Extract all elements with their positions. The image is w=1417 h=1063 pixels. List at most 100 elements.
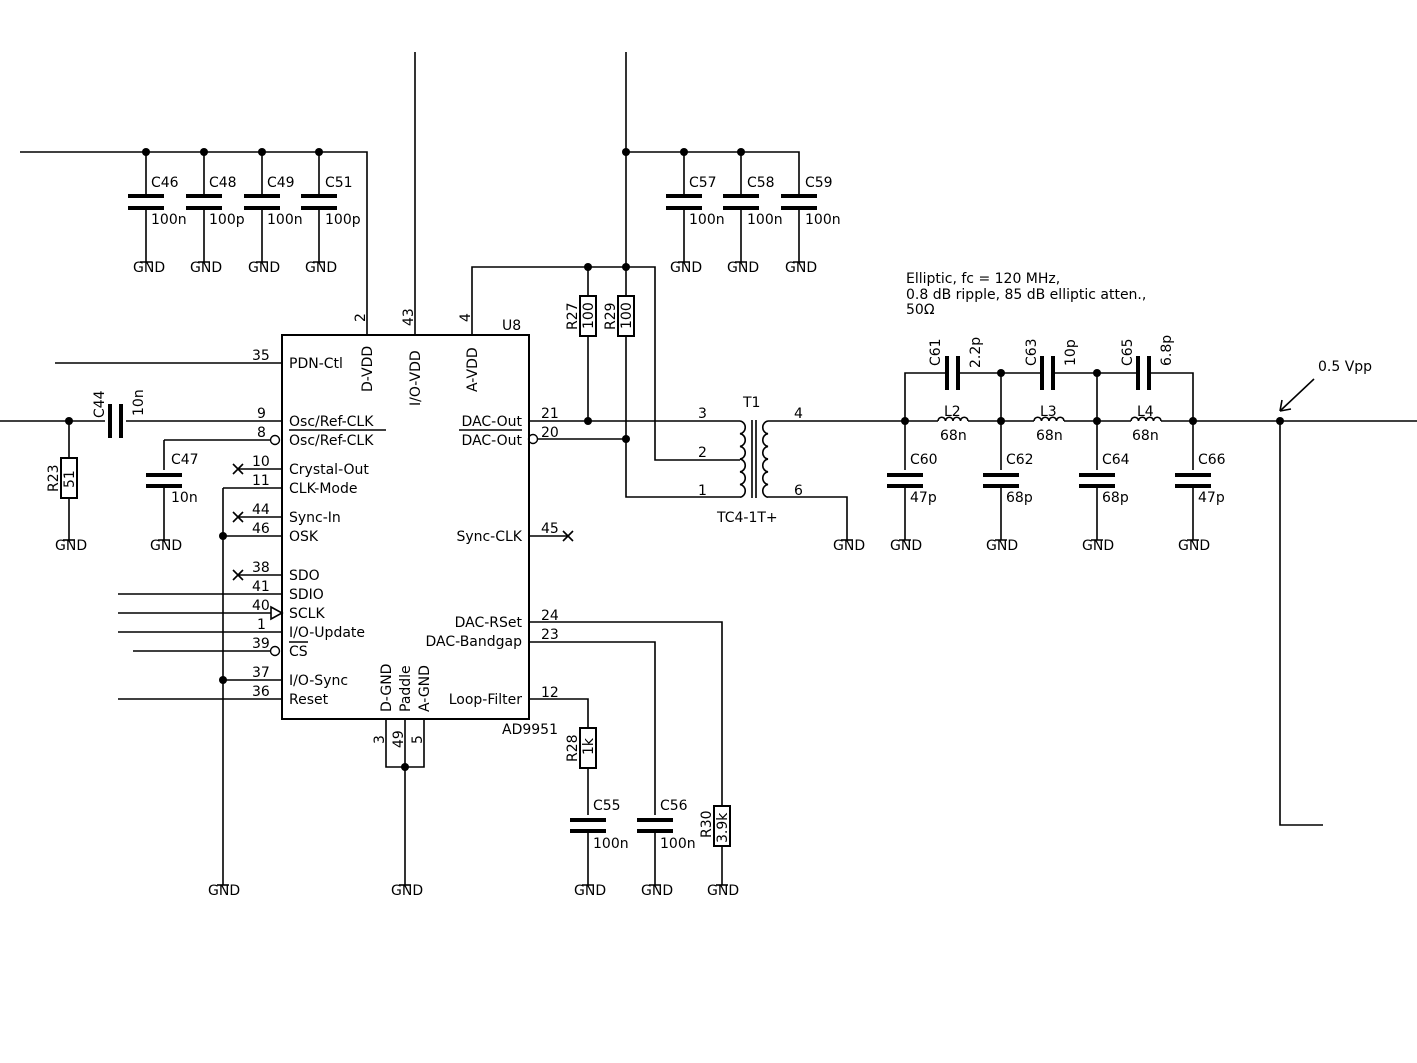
- gnd-label: GND: [248, 260, 280, 276]
- pin-name: Sync-In: [289, 510, 341, 526]
- gnd-label: GND: [986, 538, 1018, 554]
- pin-number: 24: [541, 608, 559, 624]
- pin-name: DAC-Out: [462, 414, 523, 430]
- pin-number: 20: [541, 425, 559, 441]
- t1-pin: 4: [794, 406, 803, 422]
- decoupling-caps-dvdd: C46 100n GND C48 100p GND C49 100n GND C…: [128, 152, 361, 276]
- pin-name: SDIO: [289, 587, 324, 603]
- c58-ref: C58: [747, 175, 775, 191]
- output-marker: 0.5 Vpp: [1279, 359, 1372, 412]
- output-bias-resistors: R27 100 R29 100: [565, 295, 635, 337]
- c55-value: 100n: [593, 836, 629, 852]
- pin-number: 1: [257, 617, 266, 633]
- pin-name: PDN-Ctl: [289, 356, 343, 372]
- pin-name: D-GND: [379, 664, 395, 712]
- gnd-label: GND: [133, 260, 165, 276]
- c51-value: 100p: [325, 212, 361, 228]
- c60-ref: C60: [910, 452, 938, 468]
- r23-ref: R23: [46, 464, 62, 492]
- gnd-label: GND: [727, 260, 759, 276]
- c66-value: 47p: [1198, 490, 1225, 506]
- pin-number: 2: [353, 313, 369, 322]
- c57-ref: C57: [689, 175, 717, 191]
- c56-value: 100n: [660, 836, 696, 852]
- gnd-label: GND: [670, 260, 702, 276]
- gnd-label: GND: [890, 538, 922, 554]
- l2-ref: L2: [944, 404, 961, 420]
- ic-u8: U8 AD9951 35 PDN-Ctl 9 Osc/Ref-CLK 8 Osc…: [252, 308, 559, 899]
- pin-name: A-GND: [417, 665, 433, 712]
- output-voltage-label: 0.5 Vpp: [1318, 359, 1372, 375]
- l3-value: 68n: [1036, 428, 1063, 444]
- pin-number: 43: [401, 308, 417, 326]
- c62-ref: C62: [1006, 452, 1034, 468]
- pin-number: 39: [252, 636, 270, 652]
- pin-name: SDO: [289, 568, 320, 584]
- c59-value: 100n: [805, 212, 841, 228]
- l4-value: 68n: [1132, 428, 1159, 444]
- gnd-label: GND: [1082, 538, 1114, 554]
- pin-name: Crystal-Out: [289, 462, 369, 478]
- r28-value: 1k: [581, 737, 597, 755]
- c51-ref: C51: [325, 175, 353, 191]
- pin-number: 40: [252, 598, 270, 614]
- pin-number: 45: [541, 521, 559, 537]
- pin-name: Paddle: [398, 665, 414, 712]
- pin-number: 11: [252, 473, 270, 489]
- pin-name: DAC-Bandgap: [426, 634, 523, 650]
- c61-value: 2.2p: [968, 337, 984, 368]
- gnd-label: GND: [208, 883, 240, 899]
- filter-note-line3: 50Ω: [906, 302, 935, 318]
- gnd-label: GND: [707, 883, 739, 899]
- c58-value: 100n: [747, 212, 783, 228]
- pin-name: Reset: [289, 692, 329, 708]
- c55-ref: C55: [593, 798, 621, 814]
- t1-pin: 3: [698, 406, 707, 422]
- c62-value: 68p: [1006, 490, 1033, 506]
- gnd-label: GND: [1178, 538, 1210, 554]
- c65-value: 6.8p: [1159, 335, 1175, 366]
- c44-ref: C44: [92, 390, 108, 418]
- pin-number: 23: [541, 627, 559, 643]
- c66-ref: C66: [1198, 452, 1226, 468]
- pin-number: 12: [541, 685, 559, 701]
- t1-pin: 1: [698, 483, 707, 499]
- gnd-label: GND: [150, 538, 182, 554]
- c65-ref: C65: [1120, 338, 1136, 366]
- gnd-label: GND: [55, 538, 87, 554]
- gnd-label: GND: [833, 538, 865, 554]
- pin-name: SCLK: [289, 606, 325, 622]
- c60-value: 47p: [910, 490, 937, 506]
- c63-ref: C63: [1024, 338, 1040, 366]
- pin-name: Sync-CLK: [456, 529, 522, 545]
- c47-ref: C47: [171, 452, 199, 468]
- gnd-label: GND: [574, 883, 606, 899]
- pin-number: 38: [252, 560, 270, 576]
- l2-value: 68n: [940, 428, 967, 444]
- wires: [0, 52, 1417, 885]
- c61-ref: C61: [928, 338, 944, 366]
- reference-network: R28 1k C55 100n GND C56 100n GND R30 3.9…: [565, 727, 739, 899]
- r27-value: 100: [581, 302, 597, 329]
- pin-name: Osc/Ref-CLK: [289, 414, 374, 430]
- pin-name: DAC-RSet: [455, 615, 523, 631]
- t1-pin: 6: [794, 483, 803, 499]
- pin-number: 10: [252, 454, 270, 470]
- c64-ref: C64: [1102, 452, 1130, 468]
- pin-name: A-VDD: [465, 347, 481, 392]
- pin-number: 4: [458, 313, 474, 322]
- r27-ref: R27: [565, 302, 581, 330]
- r29-value: 100: [619, 302, 635, 329]
- c59-ref: C59: [805, 175, 833, 191]
- elliptic-filter: Elliptic, fc = 120 MHz, 0.8 dB ripple, 8…: [887, 271, 1226, 554]
- pin-name: I/O-VDD: [408, 350, 424, 406]
- pin-number: 41: [252, 579, 270, 595]
- decoupling-caps-avdd: C57 100n GND C58 100n GND C59 100n GND: [666, 152, 841, 276]
- c49-value: 100n: [267, 212, 303, 228]
- pin-name: Loop-Filter: [449, 692, 523, 708]
- pin-name: CLK-Mode: [289, 481, 357, 497]
- transformer-t1: T1 TC4-1T+ 3 2 1 4 6 GND: [698, 395, 865, 554]
- pin-number: 44: [252, 502, 270, 518]
- c57-value: 100n: [689, 212, 725, 228]
